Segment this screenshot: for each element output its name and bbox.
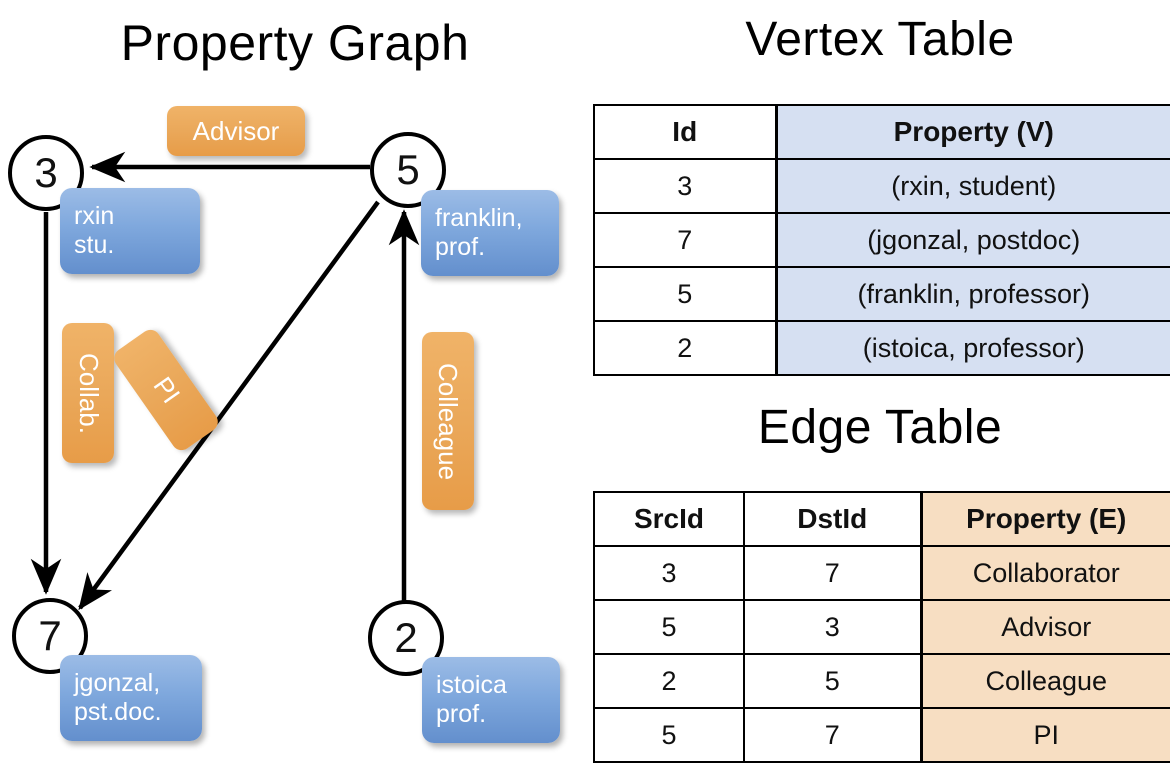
edge-row-2-dst: 5 (743, 653, 922, 709)
edge-label-advisor: Advisor (167, 106, 305, 156)
edge-label-advisor-text: Advisor (192, 115, 280, 146)
graph-node-5[interactable]: 5 (370, 132, 446, 208)
vertex-row-1-id: 7 (593, 212, 777, 268)
table-row: 2 (istoica, professor) (593, 320, 1170, 376)
node-property-box-7: jgonzal, pst.doc. (60, 655, 202, 741)
edge-table: SrcId DstId Property (E) 3 7 Collaborato… (593, 491, 1170, 763)
edge-table-header-property: Property (E) (919, 491, 1170, 547)
graph-node-5-label: 5 (396, 146, 420, 193)
node-property-box-2: istoica prof. (422, 657, 560, 743)
edge-table-header-srcid: SrcId (593, 491, 745, 547)
edge-row-1-property: Advisor (919, 599, 1170, 655)
vertex-table-header-id: Id (593, 104, 777, 160)
vertex-row-0-id: 3 (593, 158, 777, 214)
table-row: 5 (franklin, professor) (593, 266, 1170, 322)
edge-row-2-src: 2 (593, 653, 745, 709)
vertex-table-header-property: Property (V) (774, 104, 1170, 160)
graph-node-2[interactable]: 2 (368, 600, 444, 676)
node-property-box-5: franklin, prof. (421, 190, 559, 276)
table-row: 3 (rxin, student) (593, 158, 1170, 214)
edge-row-3-src: 5 (593, 707, 745, 763)
edge-label-colleague-text: Colleague (433, 362, 464, 480)
node-property-7-line1: jgonzal, (74, 669, 161, 698)
page-title-vertex-table: Vertex Table (745, 13, 1015, 66)
edge-row-1-src: 5 (593, 599, 745, 655)
graph-node-3-label: 3 (34, 149, 58, 196)
node-property-3-line1: rxin (74, 202, 115, 231)
edge-row-0-src: 3 (593, 545, 745, 601)
graph-node-7-label: 7 (38, 612, 62, 659)
node-property-5-line1: franklin, (435, 204, 523, 233)
table-row: 7 (jgonzal, postdoc) (593, 212, 1170, 268)
graph-node-2-label: 2 (394, 614, 418, 661)
edge-row-3-dst: 7 (743, 707, 922, 763)
table-row: 2 5 Colleague (593, 653, 1170, 709)
edge-row-1-dst: 3 (743, 599, 922, 655)
table-row: 5 7 PI (593, 707, 1170, 763)
vertex-row-3-property: (istoica, professor) (774, 320, 1170, 376)
graph-edges-layer (30, 151, 420, 611)
vertex-row-2-property: (franklin, professor) (774, 266, 1170, 322)
edge-row-0-property: Collaborator (919, 545, 1170, 601)
edge-label-collab-text: Collab. (73, 352, 104, 434)
edge-row-0-dst: 7 (743, 545, 922, 601)
table-row: 3 7 Collaborator (593, 545, 1170, 601)
node-property-box-3: rxin stu. (60, 188, 200, 274)
node-property-3-line2: stu. (74, 231, 115, 259)
table-row: 5 3 Advisor (593, 599, 1170, 655)
edge-label-collab: Collab. (62, 323, 114, 463)
vertex-row-1-property: (jgonzal, postdoc) (774, 212, 1170, 268)
vertex-table: Id Property (V) 3 (rxin, student) 7 (jgo… (593, 104, 1170, 376)
node-property-7-line2: pst.doc. (74, 698, 162, 726)
edge-label-pi-text: PI (147, 371, 186, 409)
node-property-5-line2: prof. (435, 233, 486, 261)
node-property-2-line1: istoica (436, 671, 507, 700)
page-title-edge-table: Edge Table (757, 401, 1003, 454)
edge-table-header-dstid: DstId (743, 491, 922, 547)
edge-arrow-5-to-7 (78, 200, 380, 611)
vertex-row-3-id: 2 (593, 320, 777, 376)
edge-table-header-row: SrcId DstId Property (E) (593, 491, 1170, 547)
page-title-property-graph: Property Graph (120, 15, 470, 71)
vertex-row-2-id: 5 (593, 266, 777, 322)
edge-row-3-property: PI (919, 707, 1170, 763)
vertex-row-0-property: (rxin, student) (774, 158, 1170, 214)
edge-row-2-property: Colleague (919, 653, 1170, 709)
node-property-2-line2: prof. (436, 700, 487, 728)
vertex-table-header-row: Id Property (V) (593, 104, 1170, 160)
edge-label-colleague: Colleague (422, 332, 474, 510)
